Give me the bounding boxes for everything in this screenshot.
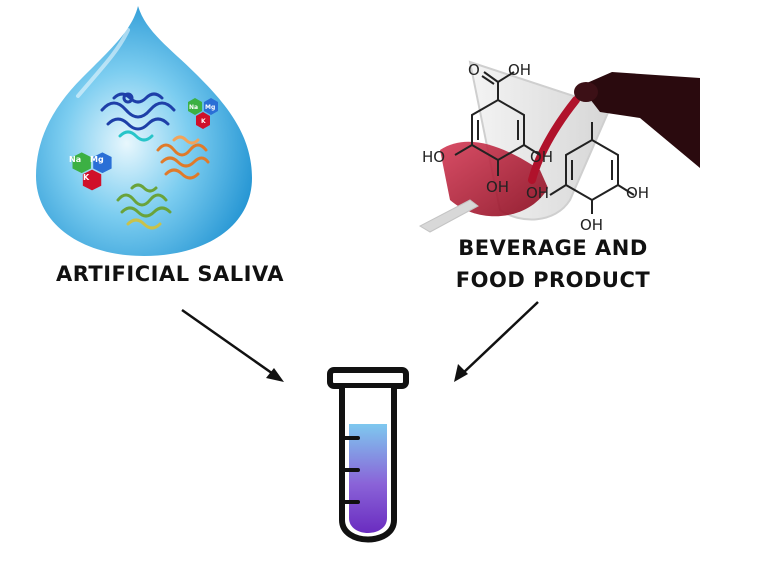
molecule-oh-right: OH — [530, 148, 553, 166]
ion-cluster-left: Na Mg K — [69, 152, 112, 191]
saliva-drop: Na Mg K Na Mg K — [36, 6, 252, 256]
ion-na-label-2: Na — [189, 104, 198, 111]
molecule-oh-2-right: OH — [626, 184, 649, 202]
molecule-oh-2-bottom: OH — [580, 216, 603, 234]
molecule-structure-2 — [549, 122, 635, 214]
molecule-carboxyl-oh: OH — [508, 61, 531, 79]
wine-glass-stem — [418, 199, 479, 233]
wine-in-glass — [440, 141, 548, 217]
test-tube — [327, 367, 409, 543]
tube-liquid — [349, 424, 387, 533]
molecule-oh-2-left: OH — [526, 184, 549, 202]
molecule-structure-1 — [454, 71, 541, 176]
ion-cluster-right: Na Mg K — [188, 98, 218, 129]
drop-highlight — [76, 28, 130, 98]
protein-green — [116, 183, 172, 230]
drop-shape — [36, 6, 252, 256]
molecule-oh-bottom: OH — [486, 178, 509, 196]
ion-mg-label-2: Mg — [205, 104, 215, 111]
ion-k-label-2: K — [201, 118, 206, 125]
ion-k-hex — [82, 169, 102, 191]
arrow-right — [454, 301, 539, 382]
ion-mg-hex — [93, 152, 112, 174]
wine-illustration: O OH HO OH OH OH OH OH — [418, 60, 700, 234]
wine-pour-stream — [528, 96, 580, 184]
protein-orange — [156, 135, 210, 180]
tube-graduations — [340, 436, 360, 504]
artificial-saliva-label: ARTIFICIAL SALIVA — [55, 262, 285, 286]
wine-bottle — [580, 72, 700, 168]
protein-blue — [100, 92, 176, 142]
ion-na-label: Na — [69, 155, 81, 164]
beverage-label-line1: BEVERAGE AND — [458, 236, 648, 260]
bottle-neck — [574, 82, 598, 102]
tube-rim — [327, 367, 409, 389]
molecule-carboxyl-o: O — [468, 61, 480, 79]
beverage-label-line2: FOOD PRODUCT — [455, 268, 651, 292]
ion-mg-label: Mg — [90, 155, 104, 164]
beverage-food-label: BEVERAGE AND FOOD PRODUCT — [408, 232, 698, 296]
ion-k-label: K — [83, 173, 90, 182]
molecule-ho-left: HO — [422, 148, 445, 166]
ion-na-hex — [72, 152, 91, 174]
arrow-left — [181, 308, 284, 382]
